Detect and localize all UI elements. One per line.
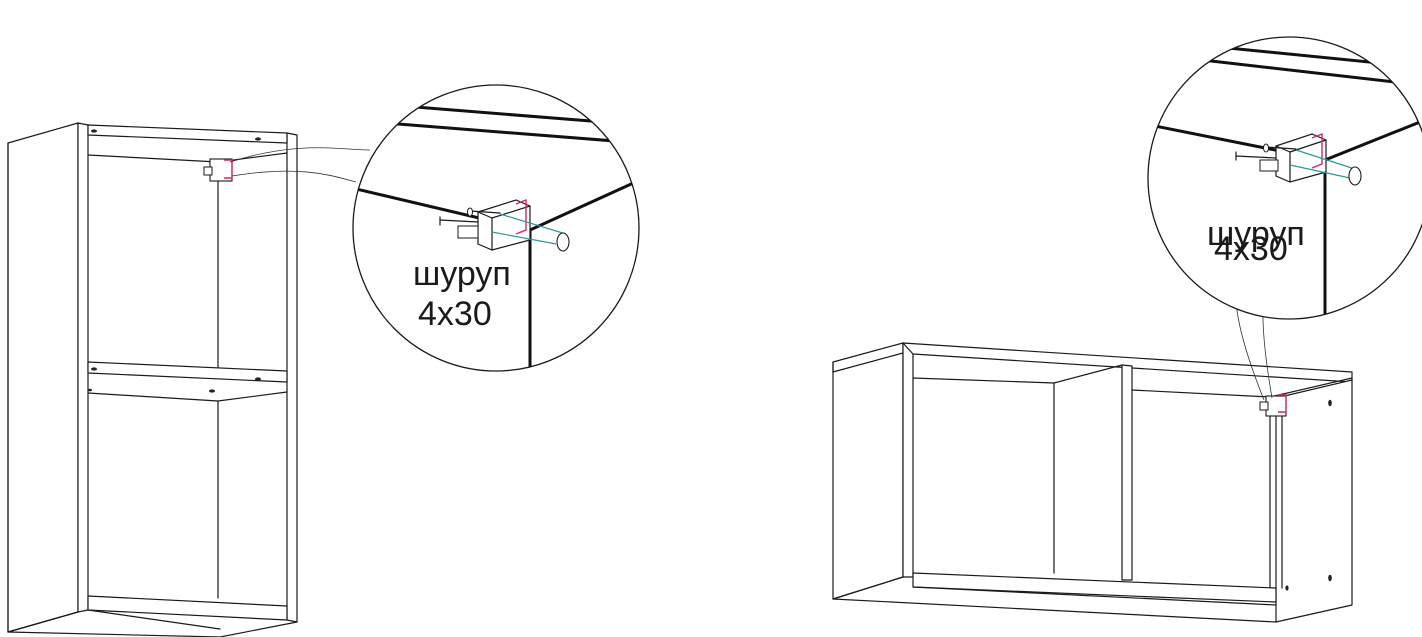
callout-right-label-line1: шуруп <box>1207 215 1305 253</box>
callout-right-screws <box>1235 143 1362 186</box>
wide-cabinet-bottom <box>832 572 1277 623</box>
callout-circle-right: шуруп 4x30 <box>1147 36 1422 320</box>
tall-cabinet <box>7 122 298 637</box>
tall-cabinet-bottom <box>7 595 298 637</box>
wide-cabinet-divider <box>1121 364 1353 581</box>
wide-cabinet-bracket <box>1259 394 1287 417</box>
wide-cabinet-left-side <box>832 342 904 600</box>
wide-cabinet <box>832 342 1353 623</box>
tall-cabinet-bracket <box>203 158 233 182</box>
callout-leader-left <box>229 147 371 183</box>
wide-cabinet-right-side <box>1275 379 1353 623</box>
callout-left-label-line1: шуруп <box>413 255 511 293</box>
callout-right-label-line2: 4x30 <box>1214 230 1288 268</box>
tall-cabinet-right-front-edge <box>286 132 298 623</box>
tall-cabinet-left-front-edge <box>77 122 89 613</box>
tall-cabinet-left-side <box>7 122 79 633</box>
callout-left-label-line2: 4x30 <box>418 295 492 333</box>
tall-cabinet-middle-shelf <box>87 361 288 599</box>
tall-cabinet-top-edge <box>87 124 288 144</box>
callout-left-screws <box>439 207 570 252</box>
callout-circle-left: шуруп 4x30 <box>352 84 640 372</box>
